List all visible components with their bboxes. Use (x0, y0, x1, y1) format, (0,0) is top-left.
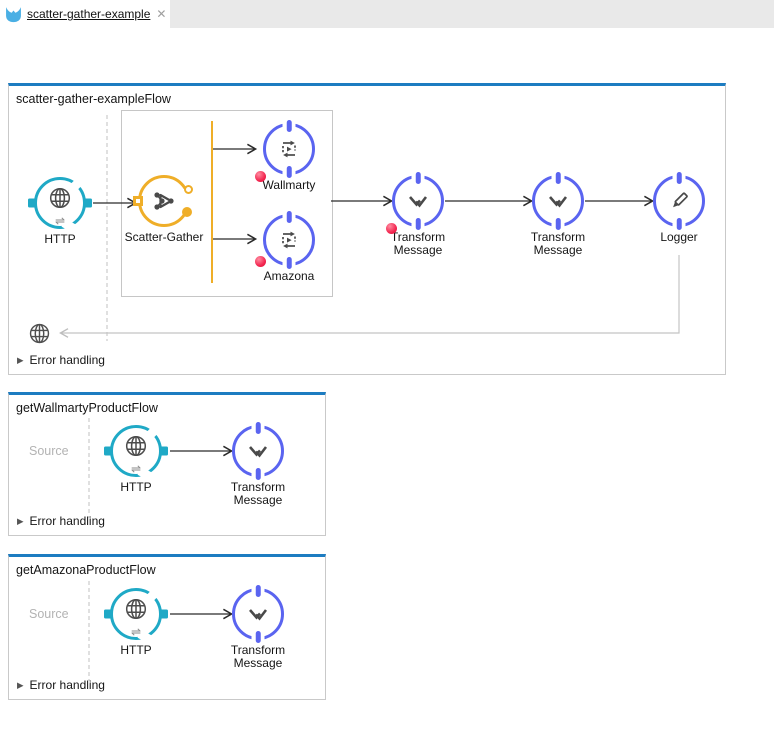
logger-icon (653, 172, 705, 230)
dataweave-glyph (249, 446, 268, 458)
http-icon: ⇌ (104, 588, 168, 644)
node-label: Transform Message (530, 230, 586, 257)
source-placeholder-label: Source (29, 607, 69, 621)
flow-title: getWallmartyProductFlow (16, 401, 158, 415)
node-label: Transform Message (390, 230, 446, 257)
error-indicator-wallmarty (255, 171, 266, 182)
node-label: Amazona (263, 269, 315, 283)
error-indicator-amazona (255, 256, 266, 267)
expander-triangle-icon[interactable]: ▶ (17, 679, 24, 690)
globe-icon (125, 435, 147, 457)
transform-message-icon (392, 172, 444, 230)
node-transform-message-2[interactable]: Transform Message (508, 172, 608, 257)
node-http-listener[interactable]: ⇌ HTTP (86, 588, 186, 657)
flow-title: getAmazonaProductFlow (16, 563, 156, 577)
http-icon: ⇌ (104, 425, 168, 481)
transform-message-icon (532, 172, 584, 230)
flow-ref-glyph (282, 231, 296, 249)
node-label: HTTP (120, 643, 152, 657)
flow-title: scatter-gather-exampleFlow (16, 92, 171, 106)
node-label: HTTP (120, 480, 152, 494)
exchange-icon: ⇌ (54, 214, 66, 228)
error-handling-section[interactable]: ▶ Error handling (17, 514, 105, 528)
flow-getWallmartyProductFlow[interactable]: getWallmartyProductFlow Source ⇌ HTTP (8, 392, 326, 536)
expander-triangle-icon[interactable]: ▶ (17, 515, 24, 526)
exchange-icon: ⇌ (130, 625, 142, 639)
dataweave-glyph (409, 196, 428, 208)
node-label: Scatter-Gather (124, 230, 204, 244)
scatter-split-glyph (154, 192, 174, 210)
scatter-gather-icon (133, 175, 193, 227)
node-flow-ref-amazona[interactable]: Amazona (239, 211, 339, 283)
pencil-icon (673, 192, 688, 208)
source-placeholder-label: Source (29, 444, 69, 458)
globe-icon (49, 187, 71, 209)
flow-reference-icon (263, 120, 315, 178)
tab-scatter-gather-example[interactable]: scatter-gather-example ✕ (0, 0, 170, 28)
node-scatter-gather[interactable]: Scatter-Gather (114, 175, 214, 244)
expander-triangle-icon[interactable]: ▶ (17, 354, 24, 365)
flow-getAmazonaProductFlow[interactable]: getAmazonaProductFlow Source ⇌ HTTP (8, 554, 326, 700)
node-label: Wallmarty (262, 178, 316, 192)
error-handling-label: Error handling (29, 514, 105, 528)
exchange-icon: ⇌ (130, 462, 142, 476)
dataweave-glyph (549, 196, 568, 208)
close-icon[interactable]: ✕ (156, 7, 167, 21)
node-label: Transform Message (230, 643, 286, 670)
node-label: Logger (660, 230, 698, 244)
node-transform-message[interactable]: Transform Message (208, 585, 308, 670)
dataweave-glyph (249, 609, 268, 621)
flow-reference-icon (263, 211, 315, 269)
mule-logo-icon (6, 6, 21, 22)
node-transform-message[interactable]: Transform Message (208, 422, 308, 507)
return-endpoint-globe-icon (27, 321, 52, 351)
flow-ref-glyph (282, 140, 296, 158)
error-indicator-transform1 (386, 223, 397, 234)
http-icon: ⇌ (28, 177, 92, 233)
node-http-listener[interactable]: ⇌ HTTP (86, 425, 186, 494)
transform-message-icon (232, 585, 284, 643)
node-label: HTTP (44, 232, 76, 246)
node-flow-ref-wallmarty[interactable]: Wallmarty (239, 120, 339, 192)
transform-message-icon (232, 422, 284, 480)
node-label: Transform Message (230, 480, 286, 507)
error-handling-section[interactable]: ▶ Error handling (17, 353, 105, 367)
globe-icon (125, 598, 147, 620)
flow-scatter-gather-exampleFlow[interactable]: scatter-gather-exampleFlow (8, 83, 726, 375)
error-handling-section[interactable]: ▶ Error handling (17, 678, 105, 692)
tab-title: scatter-gather-example (27, 7, 151, 21)
error-handling-label: Error handling (29, 678, 105, 692)
error-handling-label: Error handling (29, 353, 105, 367)
node-transform-message-1[interactable]: Transform Message (368, 172, 468, 257)
node-http-listener[interactable]: ⇌ HTTP (10, 177, 110, 246)
node-logger[interactable]: Logger (629, 172, 729, 244)
editor-tab-strip: scatter-gather-example ✕ (0, 0, 774, 28)
